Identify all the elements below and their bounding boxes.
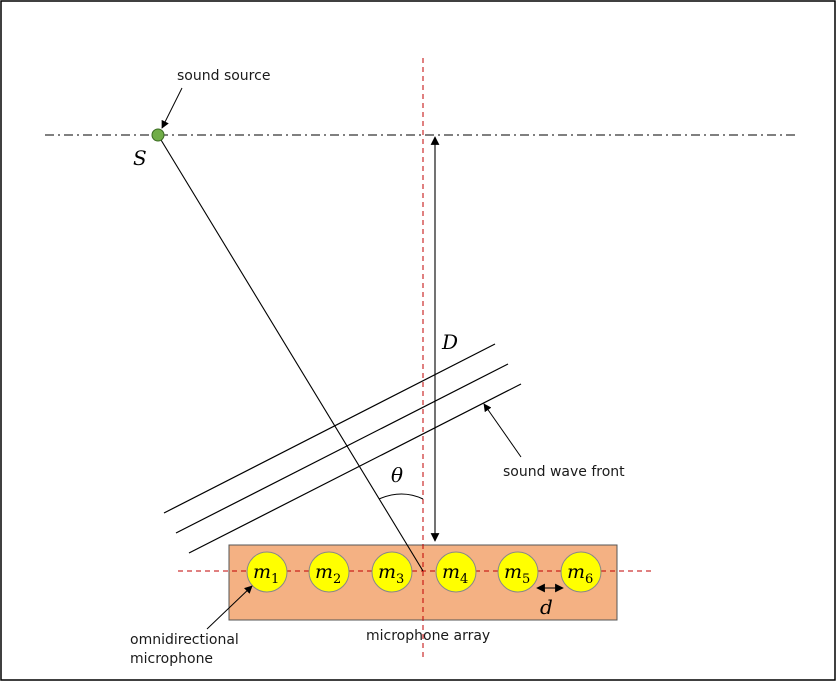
sound-source-label: sound source (177, 68, 270, 84)
sound-source-callout-arrow (161, 87, 183, 129)
microphone-2 (308, 551, 350, 593)
angle-symbol: θ (391, 463, 403, 487)
sound-source-dot (151, 128, 165, 142)
mic-type-label-line1: omnidirectional (130, 632, 239, 648)
microphone-5 (497, 551, 539, 593)
microphone-2-label: m2 (315, 561, 341, 587)
wave-front-label: sound wave front (503, 464, 625, 480)
mic-type-label-line2: microphone (130, 651, 213, 667)
microphone-4 (435, 551, 477, 593)
microphone-4-label: m4 (442, 561, 468, 587)
mic-callout-arrow (206, 585, 253, 630)
microphone-6-label: m6 (567, 561, 593, 587)
source-symbol: S (133, 146, 147, 170)
microphone-1 (246, 551, 288, 593)
distance-symbol: D (441, 330, 458, 354)
angle-arc (378, 493, 424, 500)
propagation-ray (157, 134, 424, 572)
spacing-symbol: d (540, 595, 553, 619)
wave-front-lines (163, 343, 522, 554)
wave-front-callout-arrow (483, 403, 522, 458)
microphone-3 (371, 551, 413, 593)
microphone-array-label: microphone array (366, 628, 490, 644)
microphone-3-label: m3 (378, 561, 404, 587)
microphone-1-label: m1 (253, 561, 279, 587)
microphone-list: m1 m2 m3 m4 m5 m6 (246, 551, 602, 593)
microphone-5-label: m5 (504, 561, 530, 587)
microphone-6 (560, 551, 602, 593)
